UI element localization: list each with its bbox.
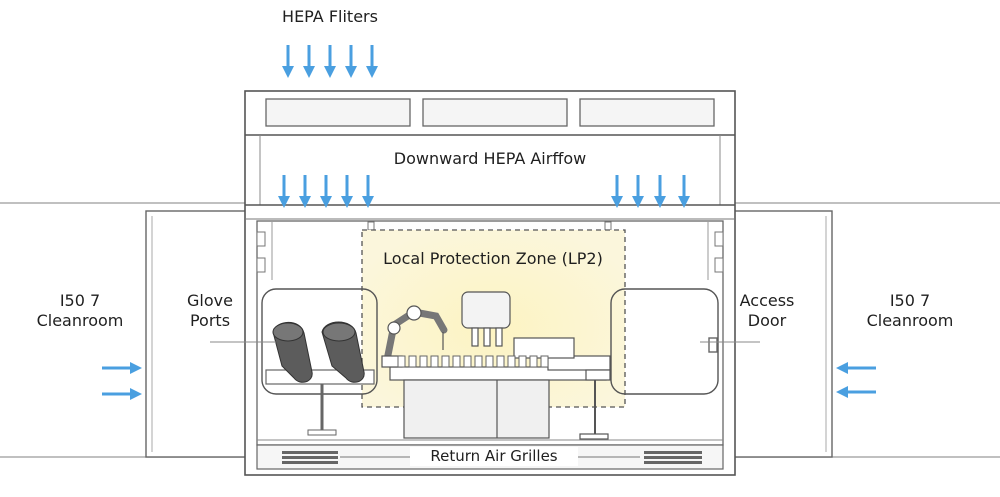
access-door-line1: Access xyxy=(739,291,795,310)
airflow-arrows xyxy=(102,45,876,400)
filling-equipment xyxy=(381,291,611,440)
glove-ports-line2: Ports xyxy=(189,311,231,330)
glove-ports xyxy=(265,321,375,436)
glove-ports-line1: Glove xyxy=(187,291,233,310)
cleanroom-left-label: I50 7 Cleanroom xyxy=(25,291,135,331)
cleanroom-right-label: I50 7 Cleanroom xyxy=(855,291,965,331)
cleanroom-left-line1: I50 7 xyxy=(59,291,101,310)
return-air-grilles-label: Return Air Grilles xyxy=(410,447,578,466)
cleanroom-left-line2: Cleanroom xyxy=(36,311,124,330)
access-door-line2: Door xyxy=(747,311,787,330)
cleanroom-right-line2: Cleanroom xyxy=(866,311,954,330)
hepa-filter-panels xyxy=(265,98,715,127)
cleanroom-right-line1: I50 7 xyxy=(889,291,931,310)
side-walls xyxy=(145,210,833,458)
vials xyxy=(397,355,549,368)
glove-ports-label: Glove Ports xyxy=(170,291,250,331)
downward-airflow-label: Downward HEPA Airffow xyxy=(393,149,587,168)
access-door-label: Access Door xyxy=(727,291,807,331)
local-protection-zone-label: Local Protection Zone (LP2) xyxy=(383,249,603,268)
hepa-filters-label: HEPA Fliters xyxy=(282,7,378,26)
